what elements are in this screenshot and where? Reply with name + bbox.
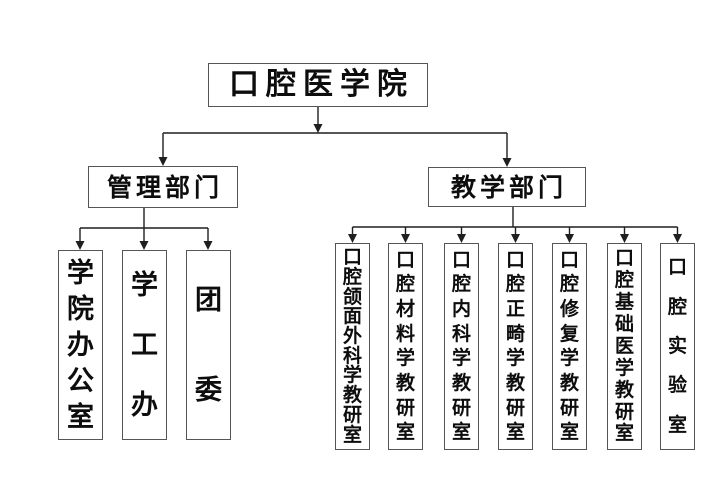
- unit-label-char: 验: [667, 374, 687, 397]
- unit-label-char: 口: [395, 248, 415, 271]
- unit-box-dental-materials: 口腔材料学教研室: [388, 243, 423, 450]
- unit-box-oral-laboratory: 口腔实验室: [660, 243, 695, 450]
- unit-label-char: 口: [667, 256, 687, 279]
- unit-label-char: 学: [342, 364, 362, 387]
- org-root-label: 口腔医学院: [229, 67, 414, 102]
- unit-label-char: 复: [559, 322, 579, 345]
- unit-label-char: 学: [505, 347, 525, 370]
- unit-label-char: 学: [395, 347, 415, 370]
- unit-label-char: 料: [395, 322, 415, 345]
- unit-label-char: 基: [614, 291, 634, 314]
- arrowhead: [511, 234, 520, 243]
- unit-label-char: 办: [67, 329, 94, 361]
- unit-label-char: 腔: [559, 273, 579, 296]
- unit-label-char: 腔: [451, 273, 471, 296]
- arrowhead: [401, 234, 410, 243]
- unit-label-char: 口: [342, 246, 362, 269]
- branch-teaching-label: 教学部门: [450, 172, 567, 202]
- unit-label-char: 研: [395, 396, 415, 419]
- unit-label-char: 正: [505, 298, 525, 321]
- unit-box-basic-oral-medicine: 口腔基础医学教研室: [607, 243, 642, 450]
- unit-box-orthodontics: 口腔正畸学教研室: [498, 243, 533, 450]
- org-root-box: 口腔医学院: [208, 63, 428, 107]
- unit-label-char: 教: [614, 378, 634, 401]
- unit-label-char: 修: [559, 298, 579, 321]
- unit-label-char: 委: [195, 374, 222, 406]
- unit-label-char: 腔: [614, 269, 634, 292]
- unit-label-char: 研: [614, 400, 634, 423]
- unit-label-char: 腔: [505, 273, 525, 296]
- unit-label-char: 室: [505, 421, 525, 444]
- unit-label-char: 口: [451, 248, 471, 271]
- arrowhead: [75, 241, 85, 250]
- unit-box-prosthodontics: 口腔修复学教研室: [552, 243, 587, 450]
- arrowhead: [158, 157, 168, 166]
- arrowhead: [203, 241, 213, 250]
- arrowhead: [673, 234, 682, 243]
- unit-box-student-affairs-office: 学工办: [122, 250, 167, 440]
- unit-label-char: 口: [614, 247, 634, 270]
- unit-label-char: 医: [614, 334, 634, 357]
- unit-label-char: 室: [395, 421, 415, 444]
- unit-label-char: 内: [451, 298, 471, 321]
- unit-label-char: 腔: [342, 266, 362, 289]
- unit-label-char: 畸: [505, 322, 525, 345]
- unit-box-oral-maxillofacial-surgery: 口腔颌面外科学教研室: [335, 243, 370, 450]
- unit-label-char: 工: [131, 329, 158, 361]
- arrowhead: [565, 234, 574, 243]
- unit-label-char: 教: [342, 384, 362, 407]
- unit-label-char: 学: [451, 347, 471, 370]
- unit-label-char: 学: [67, 257, 94, 289]
- unit-label-char: 科: [342, 344, 362, 367]
- unit-label-char: 学: [131, 269, 158, 301]
- unit-box-youth-league-committee: 团委: [186, 250, 231, 440]
- unit-label-char: 研: [505, 396, 525, 419]
- unit-label-char: 教: [505, 371, 525, 394]
- unit-box-oral-medicine: 口腔内科学教研室: [444, 243, 479, 450]
- unit-label-char: 室: [451, 421, 471, 444]
- unit-label-char: 腔: [395, 273, 415, 296]
- unit-label-char: 研: [451, 396, 471, 419]
- unit-label-char: 材: [395, 298, 415, 321]
- unit-box-college-office: 学院办公室: [58, 250, 103, 440]
- unit-label-char: 实: [667, 334, 687, 357]
- unit-label-char: 教: [451, 371, 471, 394]
- connector-root-to-branches: [158, 107, 512, 167]
- unit-label-char: 教: [559, 371, 579, 394]
- unit-label-char: 办: [131, 389, 158, 421]
- unit-label-char: 外: [342, 325, 362, 348]
- unit-label-char: 腔: [667, 295, 687, 318]
- unit-label-char: 室: [67, 401, 94, 433]
- unit-label-char: 面: [342, 305, 362, 328]
- arrowhead: [620, 234, 629, 243]
- unit-label-char: 室: [559, 421, 579, 444]
- unit-label-char: 研: [342, 403, 362, 426]
- unit-label-char: 础: [614, 313, 634, 336]
- unit-label-char: 口: [505, 248, 525, 271]
- unit-label-char: 研: [559, 396, 579, 419]
- connector-teaching-to-units: [348, 207, 682, 243]
- unit-label-char: 科: [451, 322, 471, 345]
- arrowhead: [139, 241, 149, 250]
- unit-label-char: 室: [342, 423, 362, 446]
- arrowhead: [313, 124, 323, 133]
- branch-admin-label: 管理部门: [106, 172, 223, 202]
- arrowhead: [502, 158, 512, 167]
- unit-label-char: 教: [395, 371, 415, 394]
- unit-label-char: 团: [195, 284, 222, 316]
- unit-label-char: 颌: [342, 285, 362, 308]
- arrowhead: [348, 234, 357, 243]
- unit-label-char: 口: [559, 248, 579, 271]
- branch-admin-box: 管理部门: [88, 166, 238, 208]
- connector-admin-to-units: [75, 208, 213, 250]
- unit-label-char: 学: [559, 347, 579, 370]
- arrowhead: [457, 234, 466, 243]
- unit-label-char: 室: [667, 413, 687, 436]
- unit-label-char: 学: [614, 356, 634, 379]
- unit-label-char: 公: [67, 365, 94, 397]
- branch-teaching-box: 教学部门: [428, 167, 586, 207]
- unit-label-char: 院: [67, 293, 94, 325]
- unit-label-char: 室: [614, 422, 634, 445]
